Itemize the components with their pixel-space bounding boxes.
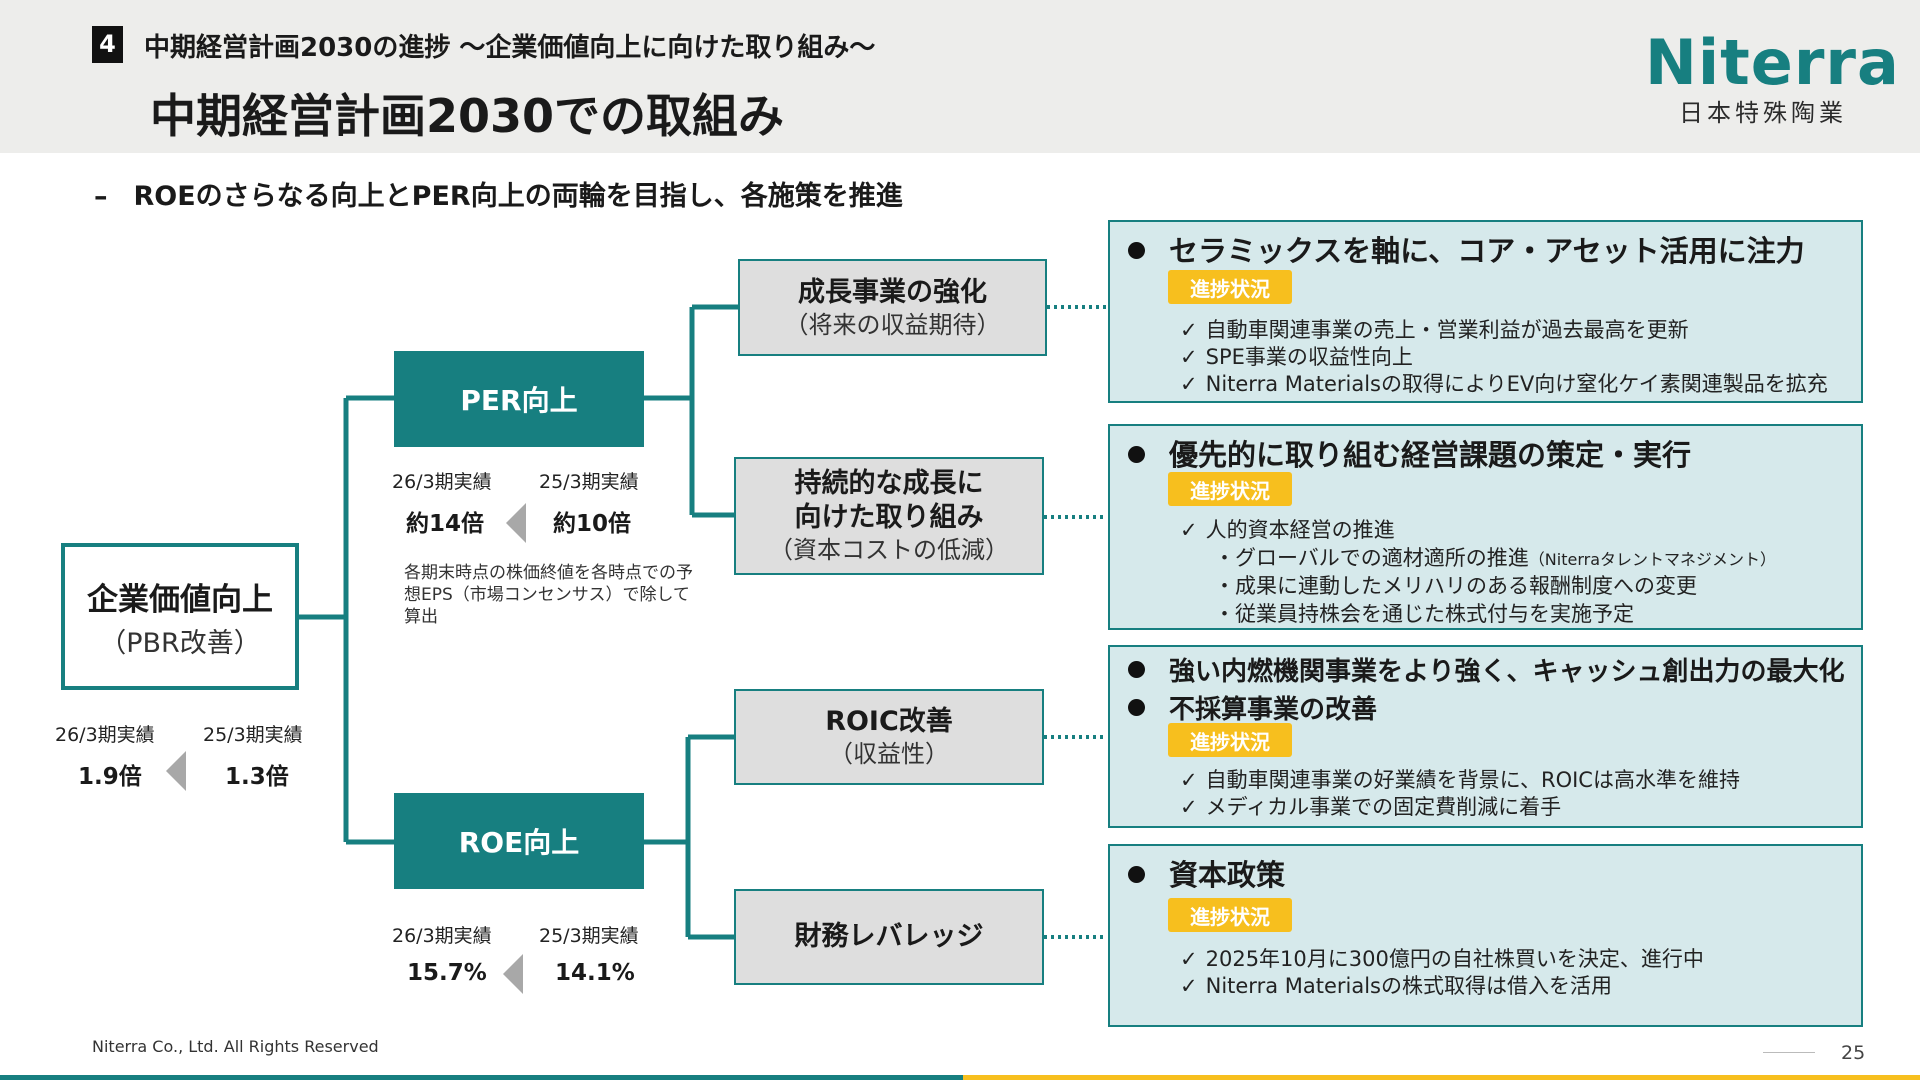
company-logo: Niterra — [1645, 26, 1900, 99]
root-value-current: 1.9倍 — [78, 764, 142, 790]
progress-subitem: ・グローバルでの適材適所の推進（Niterraタレントマネジメント） — [1214, 546, 1777, 570]
check-icon: ✓ — [1180, 345, 1198, 369]
check-icon: ✓ — [1180, 372, 1198, 396]
root-label-previous: 25/3期実績 — [203, 724, 303, 746]
progress-badge: 進捗状況 — [1168, 723, 1292, 757]
progress-item: ✓2025年10月に300億円の自社株買いを決定、進行中 — [1180, 947, 1704, 971]
per-value-previous: 約10倍 — [553, 511, 632, 537]
check-icon: ✓ — [1180, 768, 1198, 792]
per-label-previous: 25/3期実績 — [539, 471, 639, 493]
section-title: 中期経営計画2030の進捗 ～企業価値向上に向けた取り組み～ — [144, 33, 876, 63]
footer-bar-teal — [0, 1075, 963, 1080]
progress-item: ✓自動車関連事業の売上・営業利益が過去最高を更新 — [1180, 318, 1689, 342]
panel-capital-policy: 資本政策 進捗状況 ✓2025年10月に300億円の自社株買いを決定、進行中 ✓… — [1108, 844, 1863, 1027]
panel-bullet: 資本政策 — [1128, 852, 1285, 894]
subtitle-dash: – — [94, 181, 108, 212]
check-icon: ✓ — [1180, 518, 1198, 542]
left-arrow-icon — [503, 954, 523, 994]
root-title: 企業価値向上 — [87, 581, 273, 618]
progress-item: ✓人的資本経営の推進 — [1180, 518, 1395, 542]
progress-subitem: ・従業員持株会を通じた株式付与を実施予定 — [1214, 602, 1634, 626]
page-number: 25 — [1841, 1042, 1866, 1064]
leaf-growth-business: 成長事業の強化 （将来の収益期待） — [738, 259, 1047, 356]
per-box: PER向上 — [394, 351, 644, 447]
per-label-current: 26/3期実績 — [392, 471, 492, 493]
footer-bar-yellow — [963, 1075, 1920, 1080]
progress-item: ✓Niterra Materialsの株式取得は借入を活用 — [1180, 974, 1613, 998]
progress-subitem: ・成果に連動したメリハリのある報酬制度への変更 — [1214, 574, 1697, 598]
leaf-subtitle: （将来の収益期待） — [784, 310, 1001, 339]
leaf-subtitle: （収益性） — [829, 740, 949, 768]
leaf-subtitle: （資本コストの低減） — [769, 536, 1009, 564]
leaf-financial-leverage: 財務レバレッジ — [734, 889, 1044, 985]
root-label-current: 26/3期実績 — [55, 724, 155, 746]
check-icon: ✓ — [1180, 974, 1198, 998]
bullet-dot-icon — [1128, 699, 1145, 716]
section-number: 4 — [92, 26, 123, 63]
panel-bullet: 不採算事業の改善 — [1128, 689, 1377, 726]
check-icon: ✓ — [1180, 795, 1198, 819]
page-number-divider — [1763, 1052, 1815, 1053]
progress-badge: 進捗状況 — [1168, 898, 1292, 932]
page-title: 中期経営計画2030での取組み — [150, 89, 785, 143]
header-band — [0, 0, 1920, 153]
leaf-title: 財務レバレッジ — [794, 921, 984, 952]
per-footnote: 各期末時点の株価終値を各時点での予想EPS（市場コンセンサス）で除して算出 — [404, 563, 693, 627]
bullet-dot-icon — [1128, 445, 1145, 463]
leaf-roic-improvement: ROIC改善 （収益性） — [734, 689, 1044, 785]
panel-combustion-engine: 強い内燃機関事業をより強く、キャッシュ創出力の最大化 不採算事業の改善 進捗状況… — [1108, 645, 1863, 828]
bullet-dot-icon — [1128, 241, 1145, 259]
progress-item: ✓Niterra Materialsの取得によりEV向け窒化ケイ素関連製品を拡充 — [1180, 372, 1828, 396]
panel-management-issues: 優先的に取り組む経営課題の策定・実行 進捗状況 ✓人的資本経営の推進 ・グローバ… — [1108, 424, 1863, 630]
slide-subtitle: –ROEのさらなる向上とPER向上の両輪を目指し、各施策を推進 — [94, 174, 903, 213]
roe-label-previous: 25/3期実績 — [539, 925, 639, 947]
bullet-dot-icon — [1128, 661, 1145, 678]
check-icon: ✓ — [1180, 318, 1198, 342]
bullet-dot-icon — [1128, 865, 1145, 883]
panel-bullet: 優先的に取り組む経営課題の策定・実行 — [1128, 432, 1691, 474]
panel-growth: セラミックスを軸に、コア・アセット活用に注力 進捗状況 ✓自動車関連事業の売上・… — [1108, 220, 1863, 403]
roe-value-previous: 14.1% — [555, 960, 635, 986]
root-subtitle: （PBR改善） — [99, 627, 261, 659]
panel-bullet: セラミックスを軸に、コア・アセット活用に注力 — [1128, 228, 1805, 270]
leaf-title: ROIC改善 — [825, 706, 953, 737]
progress-badge: 進捗状況 — [1168, 270, 1292, 304]
root-box-enterprise-value: 企業価値向上 （PBR改善） — [61, 543, 299, 690]
leaf-title: 持続的な成長に 向けた取り組み — [794, 468, 984, 533]
roe-label-current: 26/3期実績 — [392, 925, 492, 947]
check-icon: ✓ — [1180, 947, 1198, 971]
per-value-current: 約14倍 — [406, 511, 485, 537]
progress-item: ✓自動車関連事業の好業績を背景に、ROICは高水準を維持 — [1180, 768, 1740, 792]
progress-item: ✓メディカル事業での固定費削減に着手 — [1180, 795, 1562, 819]
subtitle-text: ROEのさらなる向上とPER向上の両輪を目指し、各施策を推進 — [133, 181, 903, 212]
roe-box: ROE向上 — [394, 793, 644, 889]
left-arrow-icon — [506, 503, 526, 543]
panel-bullet: 強い内燃機関事業をより強く、キャッシュ創出力の最大化 — [1128, 651, 1844, 688]
left-arrow-icon — [166, 751, 186, 791]
root-value-previous: 1.3倍 — [225, 764, 289, 790]
progress-item: ✓SPE事業の収益性向上 — [1180, 345, 1413, 369]
progress-badge: 進捗状況 — [1168, 472, 1292, 506]
company-logo-japanese: 日本特殊陶業 — [1679, 99, 1847, 127]
roe-value-current: 15.7% — [407, 960, 487, 986]
leaf-sustainable-growth: 持続的な成長に 向けた取り組み （資本コストの低減） — [734, 457, 1044, 575]
leaf-title: 成長事業の強化 — [798, 276, 987, 308]
copyright-text: Niterra Co., Ltd. All Rights Reserved — [92, 1037, 379, 1056]
